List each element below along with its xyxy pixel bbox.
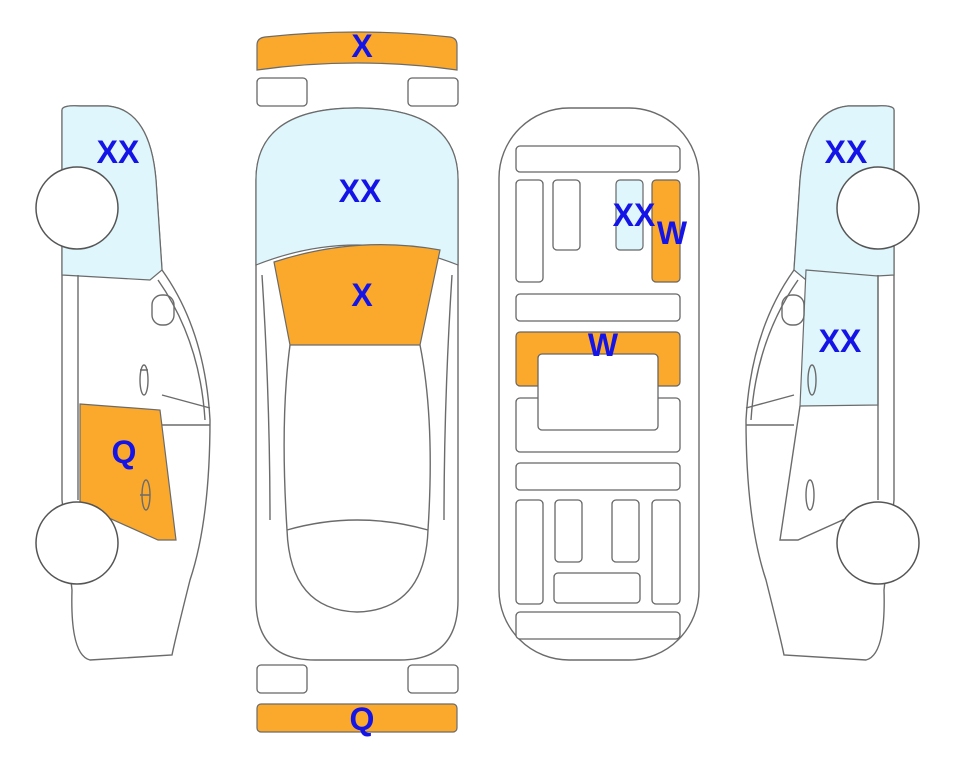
right-door-label: XX <box>819 323 862 359</box>
right-side-view: XX XX <box>745 105 920 661</box>
rear-seat-blue-damage[interactable] <box>615 179 644 251</box>
rear-bumper-damage[interactable] <box>256 703 458 733</box>
hood-label: XX <box>339 173 382 209</box>
windshield-label: X <box>351 277 373 313</box>
left-upper-label: XX <box>97 134 140 170</box>
front-bumper-damage[interactable] <box>256 31 458 71</box>
top-view: X XX X Q <box>255 28 459 737</box>
left-front-wheel <box>35 166 119 250</box>
middle-label: W <box>588 327 619 363</box>
left-side-view: XX Q <box>35 105 211 661</box>
interior-view: XX W W <box>498 107 700 661</box>
front-bumper-label: X <box>351 28 373 64</box>
hood-damage[interactable] <box>255 107 459 266</box>
left-door-label: Q <box>112 434 137 470</box>
rear-seat-blue-label: XX <box>613 197 656 233</box>
rear-bumper-label: Q <box>350 701 375 737</box>
right-front-wheel <box>836 166 920 250</box>
right-upper-label: XX <box>825 134 868 170</box>
left-door-damage[interactable] <box>79 403 177 541</box>
right-rear-wheel <box>836 501 920 585</box>
windshield-damage[interactable] <box>273 244 441 346</box>
rear-seat-orange-label: W <box>657 215 688 251</box>
left-rear-wheel <box>35 501 119 585</box>
rear-seat-orange-damage[interactable] <box>651 179 681 283</box>
